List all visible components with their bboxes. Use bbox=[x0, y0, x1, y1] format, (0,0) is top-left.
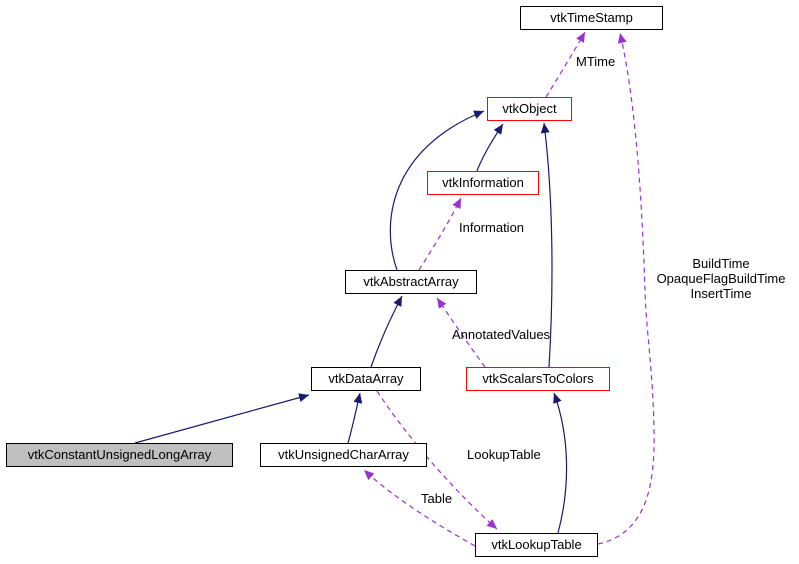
node-vtkAbstractArray[interactable]: vtkAbstractArray bbox=[345, 270, 477, 294]
node-vtkUnsignedCharArray[interactable]: vtkUnsignedCharArray bbox=[260, 443, 427, 467]
node-vtkLookupTable[interactable]: vtkLookupTable bbox=[475, 533, 598, 557]
edge-annotatedvalues-usage bbox=[436, 297, 486, 368]
edge-vtkAbstractArray-inherits-vtkObject bbox=[389, 110, 485, 271]
edge-label-inserttime: InsertTime bbox=[690, 286, 752, 301]
node-vtkConstantUnsignedLongArray: vtkConstantUnsignedLongArray bbox=[6, 443, 233, 467]
edge-vtkDataArray-inherits-vtkAbstractArray bbox=[370, 295, 403, 368]
edge-label-buildtimes: BuildTime OpaqueFlagBuildTime InsertTime bbox=[647, 256, 795, 301]
edge-vtkScalarsToColors-inherits-vtkObject bbox=[540, 122, 553, 368]
node-vtkScalarsToColors[interactable]: vtkScalarsToColors bbox=[466, 367, 610, 391]
node-vtkObject[interactable]: vtkObject bbox=[487, 97, 572, 121]
edge-vtkConstantUnsignedLongArray-inherits-vtkDataArray bbox=[134, 393, 310, 444]
edge-mtime-usage bbox=[545, 31, 586, 98]
node-vtkTimeStamp[interactable]: vtkTimeStamp bbox=[520, 6, 663, 30]
edge-table-usage bbox=[363, 469, 476, 547]
edge-label-lookuptable: LookupTable bbox=[467, 447, 541, 462]
edge-label-information: Information bbox=[459, 220, 525, 235]
edge-vtkInformation-inherits-vtkObject bbox=[476, 123, 504, 172]
edge-label-annotatedvalues: AnnotatedValues bbox=[452, 327, 551, 342]
edge-label-table: Table bbox=[421, 491, 453, 506]
edge-label-opaqueflagbuildtime: OpaqueFlagBuildTime bbox=[656, 271, 786, 286]
node-vtkDataArray[interactable]: vtkDataArray bbox=[311, 367, 421, 391]
edge-lookuptable-usage bbox=[376, 390, 498, 530]
edge-buildtime-usage bbox=[597, 32, 655, 545]
edge-information-usage bbox=[418, 197, 462, 271]
node-vtkInformation[interactable]: vtkInformation bbox=[427, 171, 539, 195]
edge-label-buildtime: BuildTime bbox=[692, 256, 750, 271]
edge-vtkUnsignedCharArray-inherits-vtkDataArray bbox=[347, 392, 363, 444]
edge-label-mtime: MTime bbox=[576, 54, 616, 69]
edge-vtkLookupTable-inherits-vtkScalarsToColors bbox=[553, 392, 568, 534]
